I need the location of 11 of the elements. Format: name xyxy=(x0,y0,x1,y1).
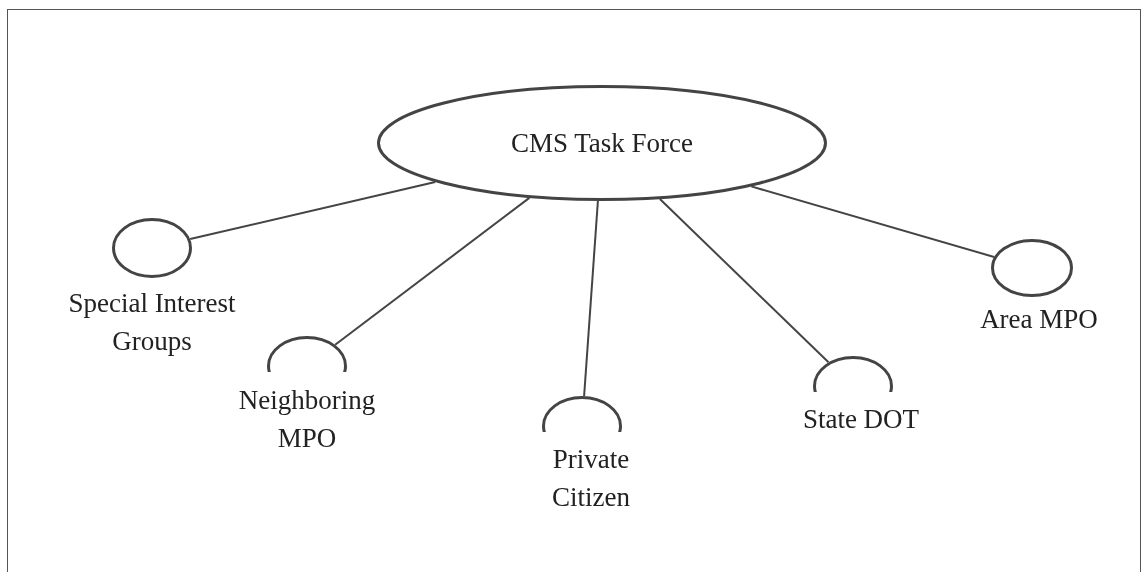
node-label: State DOT xyxy=(802,403,920,436)
connector-line xyxy=(583,200,599,398)
node-label: Special Interest Groups xyxy=(67,287,237,358)
node-label: Area MPO xyxy=(980,303,1098,336)
connector-line xyxy=(750,185,996,258)
node-label: Neighboring MPO xyxy=(237,384,377,455)
connector-line xyxy=(334,196,531,346)
connector-line xyxy=(189,180,437,241)
node-label: Private Citizen xyxy=(551,443,631,514)
connector-line xyxy=(658,198,830,364)
node-label: CMS Task Force xyxy=(510,127,694,160)
